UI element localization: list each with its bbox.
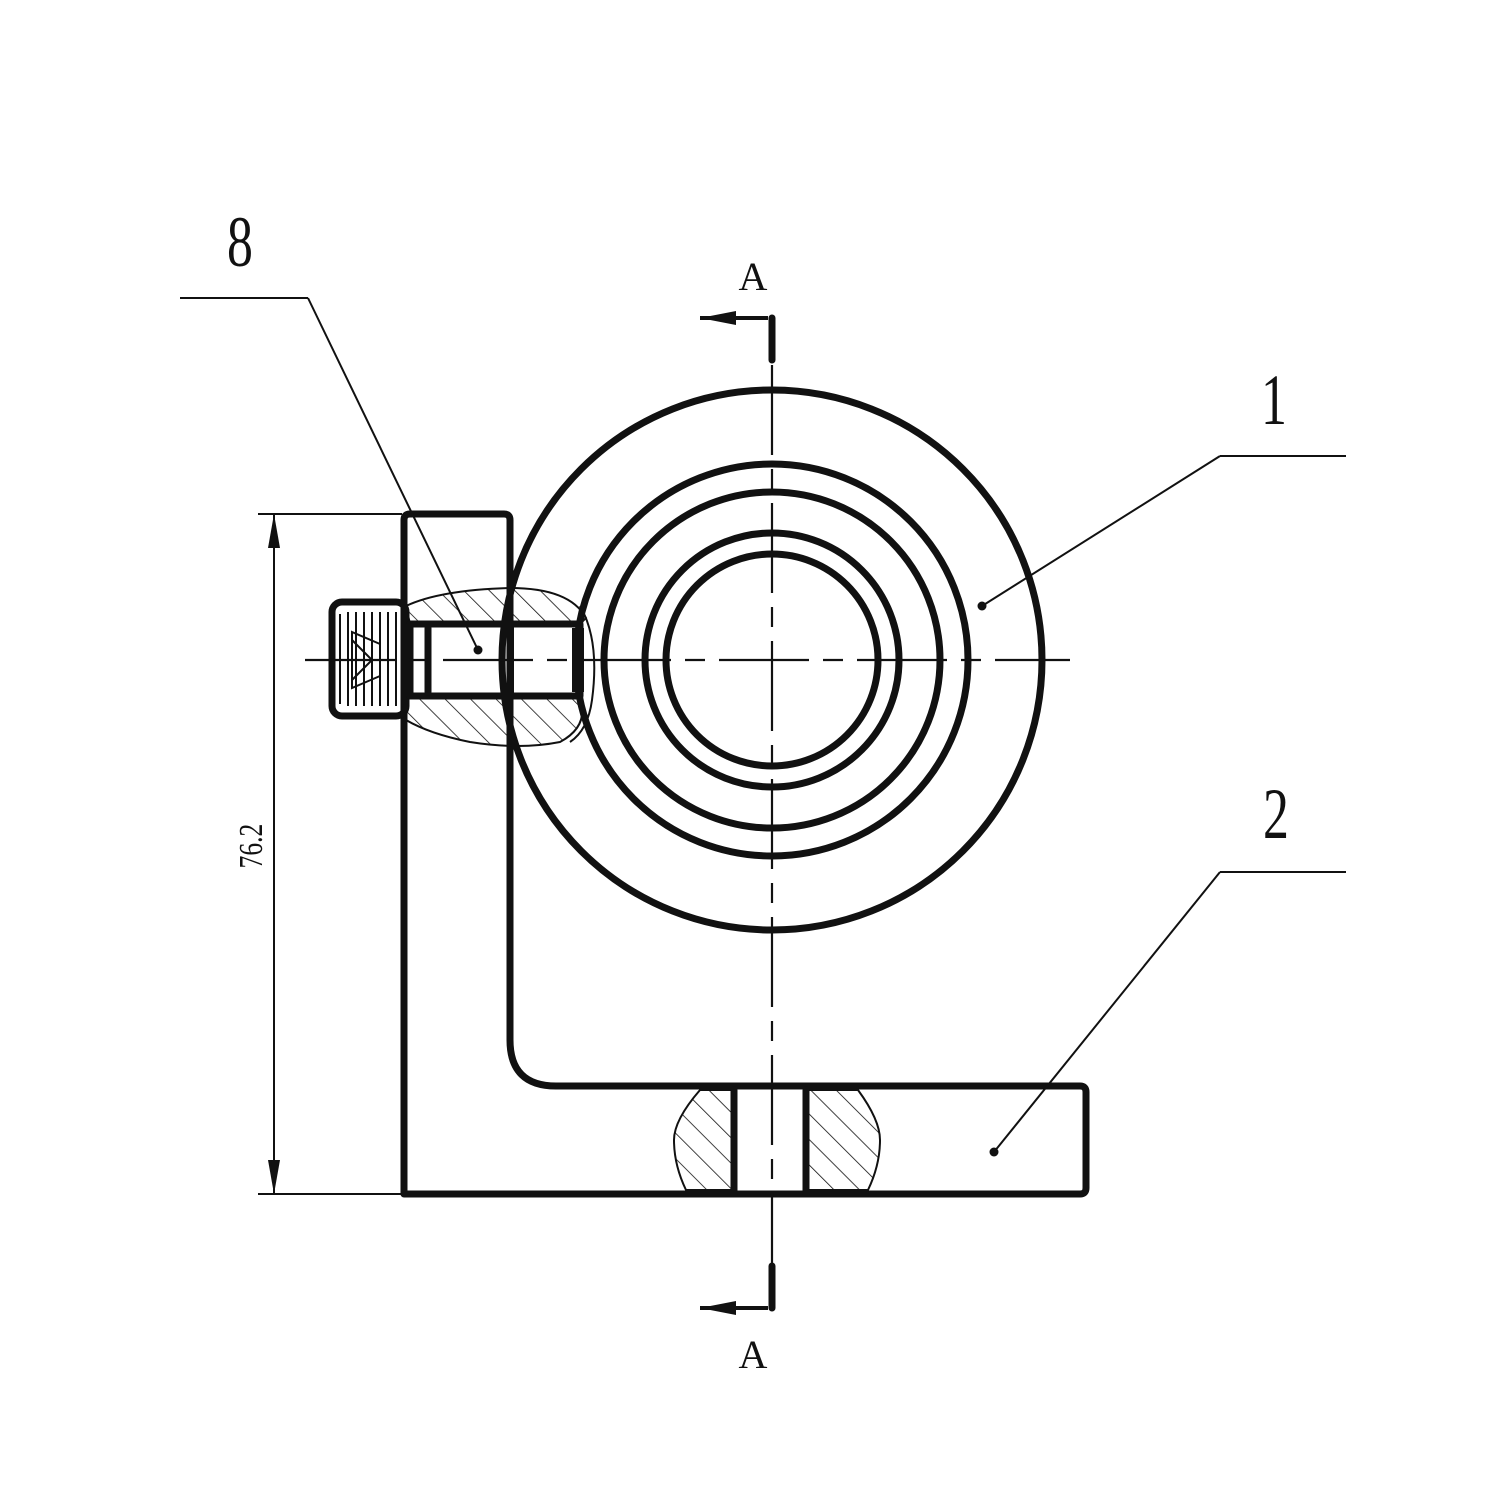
center-lines <box>305 365 1070 1270</box>
upright-section <box>404 586 596 747</box>
base-hatch-left <box>672 1089 735 1191</box>
bracket-outline <box>400 510 1090 1198</box>
leader-part-1: 1 <box>977 360 1346 611</box>
base-hatch-right <box>805 1089 882 1191</box>
balloon-1: 1 <box>1261 360 1287 440</box>
height-dimension: 76.2 <box>231 513 402 1195</box>
leader-part-2: 2 <box>989 774 1346 1157</box>
balloon-2: 2 <box>1263 774 1289 854</box>
section-mark-bottom: A <box>700 1262 776 1377</box>
section-label-top: A <box>739 254 768 299</box>
upright-hatch-upper <box>404 586 588 625</box>
upright-hatch-lower <box>405 695 584 747</box>
dim-arrow-bottom <box>268 1160 280 1194</box>
section-label-bottom: A <box>739 1332 768 1377</box>
upright-boss-outline <box>569 605 596 743</box>
leader-part-8: 8 <box>180 202 483 655</box>
section-mark-top: A <box>700 254 776 364</box>
screw-tip <box>572 628 584 692</box>
dim-arrow-top <box>268 514 280 548</box>
balloon-8: 8 <box>227 202 253 282</box>
dim-value: 76.2 <box>231 824 269 869</box>
screw-part-8 <box>328 598 584 720</box>
bracket-part-2 <box>400 510 1090 1198</box>
hex-socket-icon <box>351 630 381 690</box>
